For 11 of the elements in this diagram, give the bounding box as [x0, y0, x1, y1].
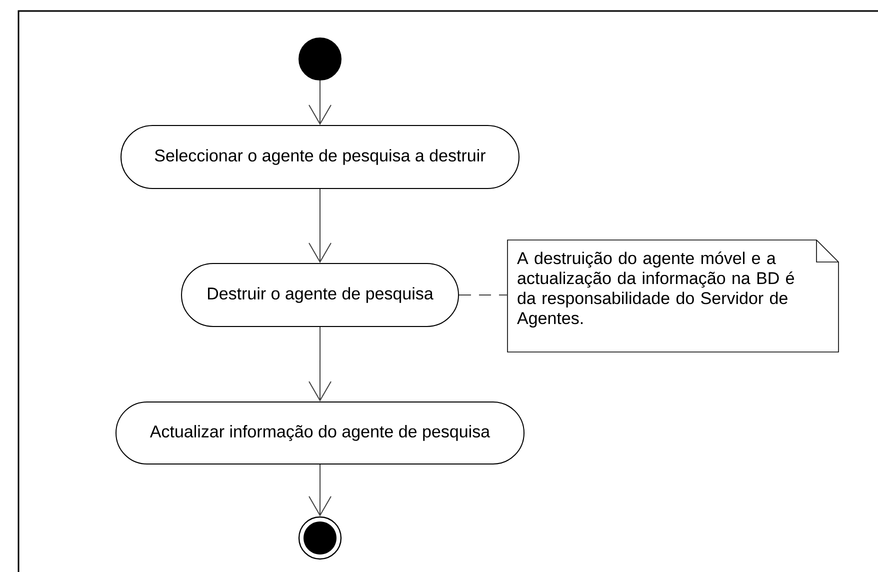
arrow	[308, 80, 332, 125]
note: A destruição do agente móvel e a actualização da informação na BD é da responsabilidade do Servidor de Agentes.	[507, 240, 839, 352]
action-box: Destruir o agente de pesquisa	[181, 262, 459, 327]
action-box: Actualizar informação do agente de pesquisa	[116, 401, 524, 464]
arrow	[308, 326, 332, 402]
arrow	[308, 188, 332, 263]
start-node	[298, 38, 342, 80]
action-box: Seleccionar o agente de pesquisa a destruir	[120, 125, 520, 189]
arrow	[308, 464, 332, 516]
end-node	[298, 516, 342, 560]
connector	[458, 294, 508, 296]
